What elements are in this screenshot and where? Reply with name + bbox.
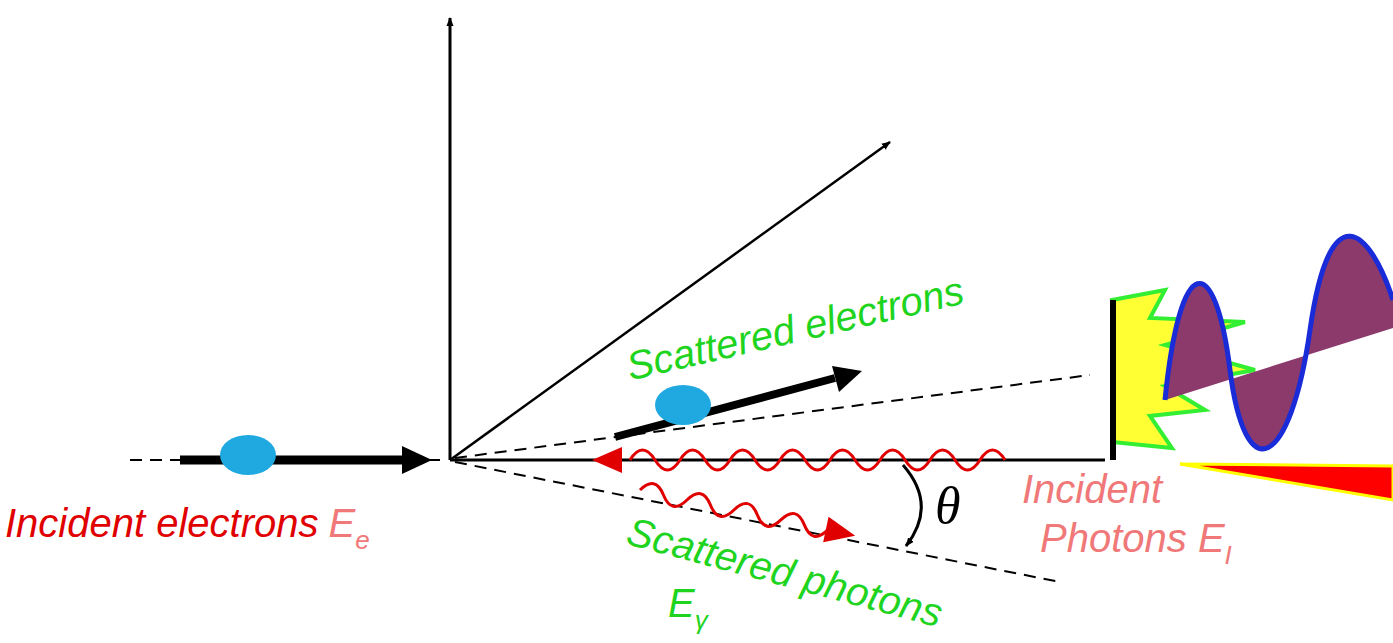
label-group: Eγ	[668, 580, 708, 626]
angle-arc	[903, 465, 921, 546]
text-label: Photons E	[1040, 515, 1225, 561]
text-label: E	[668, 580, 695, 626]
electron-arrow-head	[402, 446, 432, 474]
label-group: Scattered electrons	[622, 267, 968, 389]
label-group: θ	[935, 476, 961, 536]
dashed-beam-line	[130, 459, 440, 461]
label-group: Photons EI	[1040, 515, 1232, 561]
electron	[220, 435, 276, 475]
electron-arrow-head	[832, 366, 862, 392]
label-group: Incident	[1022, 466, 1162, 512]
label-group: Incident electronsEe	[5, 500, 370, 546]
photon-arrow-head	[592, 447, 622, 473]
photon-wave	[630, 450, 1005, 470]
photon-arrow-head	[823, 517, 858, 549]
text-label: Scattered electrons	[622, 267, 968, 389]
axis-horizontal	[450, 459, 1105, 462]
laser-beam	[1180, 464, 1393, 500]
electron	[655, 385, 711, 425]
laser-wave-fill	[1165, 236, 1393, 449]
text-label: E	[329, 500, 356, 546]
axis-vertical	[449, 18, 452, 460]
laser-bar	[1110, 300, 1116, 460]
laser-wave	[1165, 236, 1393, 449]
subscript-label: e	[355, 526, 369, 556]
electron-arrow-shaft	[180, 456, 405, 465]
electron-arrow-shaft	[615, 378, 835, 437]
subscript-label: γ	[695, 606, 708, 636]
text-label: Incident electrons	[5, 500, 319, 546]
dashed-electron-line	[455, 375, 1090, 458]
text-label: Incident	[1022, 466, 1162, 512]
angle-label: θ	[935, 476, 961, 536]
subscript-label: I	[1225, 541, 1232, 571]
